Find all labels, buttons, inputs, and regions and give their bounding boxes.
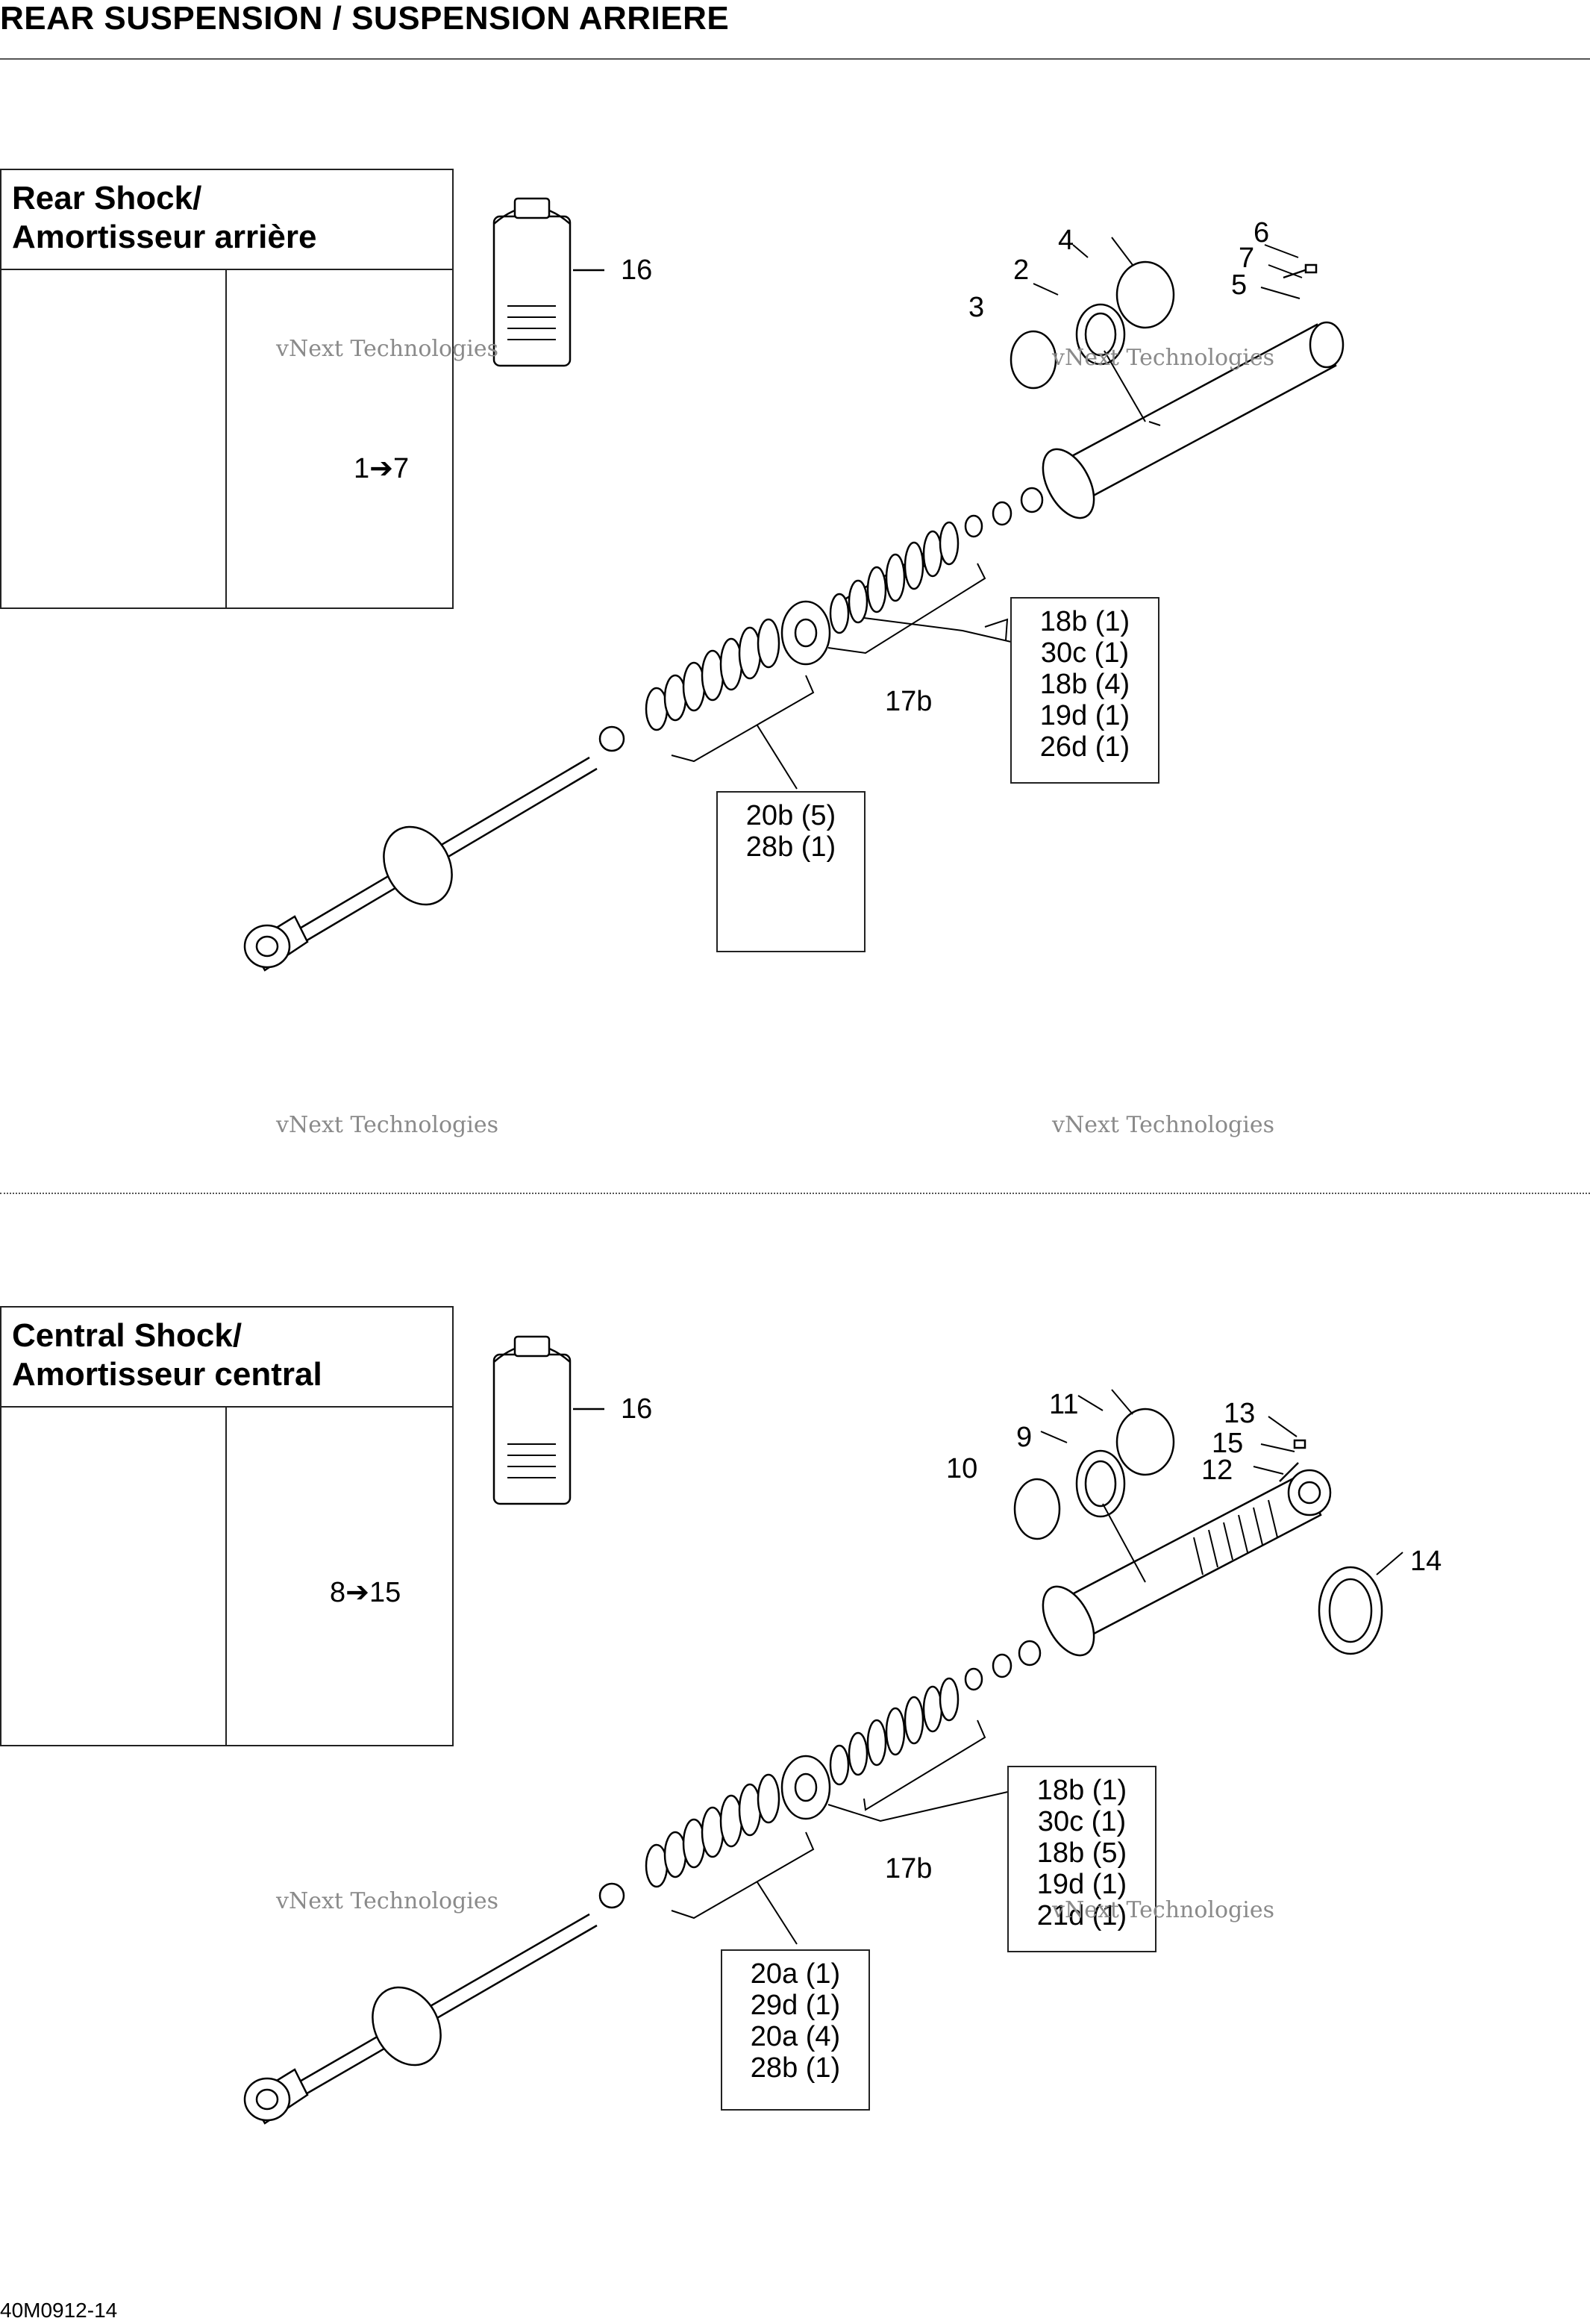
central-piston bbox=[780, 1755, 831, 1820]
rear-shaft-eye bbox=[243, 756, 598, 972]
kit-line: 20b (5) bbox=[745, 800, 836, 831]
central-cap-parts bbox=[1013, 1408, 1383, 1655]
callout-13: 13 bbox=[1224, 1398, 1256, 1429]
callout-15: 15 bbox=[1212, 1428, 1244, 1459]
rear-spring-stack-upper bbox=[829, 521, 960, 634]
kit-line: 30c (1) bbox=[1040, 637, 1130, 669]
callout-11: 11 bbox=[1049, 1389, 1079, 1420]
rear-inset-callout: 1➔7 bbox=[354, 453, 410, 484]
rear-shock-body bbox=[1042, 321, 1345, 519]
kit-line: 29d (1) bbox=[750, 1990, 841, 2021]
oil-bottle-16-rear bbox=[492, 197, 604, 367]
kit-line: 21d (1) bbox=[1036, 1900, 1127, 1931]
figure-code: 40M0912-14 bbox=[0, 2299, 118, 2322]
title-rule bbox=[0, 58, 1590, 60]
callout-16-central: 16 bbox=[621, 1393, 653, 1425]
central-leaders bbox=[671, 1389, 1403, 1945]
central-kit-lower-box: 20a (1) 29d (1) 20a (4) 28b (1) bbox=[721, 1949, 870, 2111]
kit-line: 20a (4) bbox=[750, 2021, 841, 2052]
kit-line: 26d (1) bbox=[1039, 731, 1130, 763]
page-title: REAR SUSPENSION / SUSPENSION ARRIERE bbox=[0, 0, 730, 37]
callout-17b-rear: 17b bbox=[885, 686, 933, 717]
kit-line: 19d (1) bbox=[1039, 700, 1130, 731]
kit-line: 20a (1) bbox=[750, 1958, 841, 1990]
callout-3: 3 bbox=[968, 292, 985, 323]
central-inset-divider bbox=[225, 1408, 227, 1745]
kit-line: 18b (1) bbox=[1039, 606, 1130, 637]
kit-line: 18b (4) bbox=[1039, 669, 1130, 700]
central-spring-stack-upper bbox=[829, 1677, 960, 1786]
kit-line: 19d (1) bbox=[1036, 1869, 1127, 1900]
callout-7: 7 bbox=[1239, 243, 1255, 274]
callout-12: 12 bbox=[1201, 1455, 1233, 1486]
rear-nut-washers bbox=[964, 487, 1044, 538]
callout-16-rear: 16 bbox=[621, 254, 653, 286]
kit-line: 18b (1) bbox=[1036, 1775, 1127, 1806]
callout-17b-central: 17b bbox=[885, 1853, 933, 1884]
kit-line: 18b (5) bbox=[1036, 1837, 1127, 1869]
callout-4: 4 bbox=[1058, 225, 1074, 256]
callout-14: 14 bbox=[1410, 1546, 1442, 1577]
rear-shock-title: Rear Shock/ Amortisseur arrière bbox=[1, 170, 452, 270]
rear-piston bbox=[780, 600, 831, 666]
kit-line: 28b (1) bbox=[745, 831, 836, 863]
central-shock-body bbox=[1042, 1469, 1332, 1657]
central-nut-washers bbox=[964, 1640, 1042, 1691]
central-kit-upper-box: 18b (1) 30c (1) 18b (5) 19d (1) 21d (1) bbox=[1007, 1766, 1156, 1952]
kit-line: 28b (1) bbox=[750, 2052, 841, 2084]
rear-shock-inset: Rear Shock/ Amortisseur arrière bbox=[0, 169, 454, 609]
callout-6: 6 bbox=[1253, 217, 1270, 249]
callout-10: 10 bbox=[946, 1453, 978, 1484]
section-divider bbox=[0, 1193, 1590, 1194]
central-shock-title-line1: Central Shock/ bbox=[12, 1317, 242, 1354]
central-shock-title: Central Shock/ Amortisseur central bbox=[1, 1308, 452, 1408]
rear-kit-upper-box: 18b (1) 30c (1) 18b (4) 19d (1) 26d (1) bbox=[1010, 597, 1159, 784]
rear-shock-title-line2: Amortisseur arrière bbox=[12, 219, 317, 255]
central-shock-inset: Central Shock/ Amortisseur central bbox=[0, 1306, 454, 1746]
central-spring-stack-lower bbox=[598, 1773, 780, 1909]
rear-cap-parts bbox=[1010, 260, 1318, 390]
rear-kit-lower-box: 20b (5) 28b (1) bbox=[716, 791, 866, 952]
rear-shock-title-line1: Rear Shock/ bbox=[12, 180, 202, 216]
central-shaft-eye bbox=[243, 1913, 598, 2125]
central-shock-title-line2: Amortisseur central bbox=[12, 1356, 322, 1393]
callout-5: 5 bbox=[1231, 269, 1248, 301]
rear-leaders bbox=[671, 237, 1303, 790]
callout-2: 2 bbox=[1013, 254, 1030, 286]
rear-spring-stack-lower bbox=[598, 618, 780, 752]
oil-bottle-16-central bbox=[492, 1335, 604, 1505]
central-inset-callout: 8➔15 bbox=[330, 1577, 401, 1608]
rear-inset-divider bbox=[225, 270, 227, 607]
callout-9: 9 bbox=[1016, 1422, 1033, 1453]
kit-line: 30c (1) bbox=[1037, 1806, 1127, 1837]
